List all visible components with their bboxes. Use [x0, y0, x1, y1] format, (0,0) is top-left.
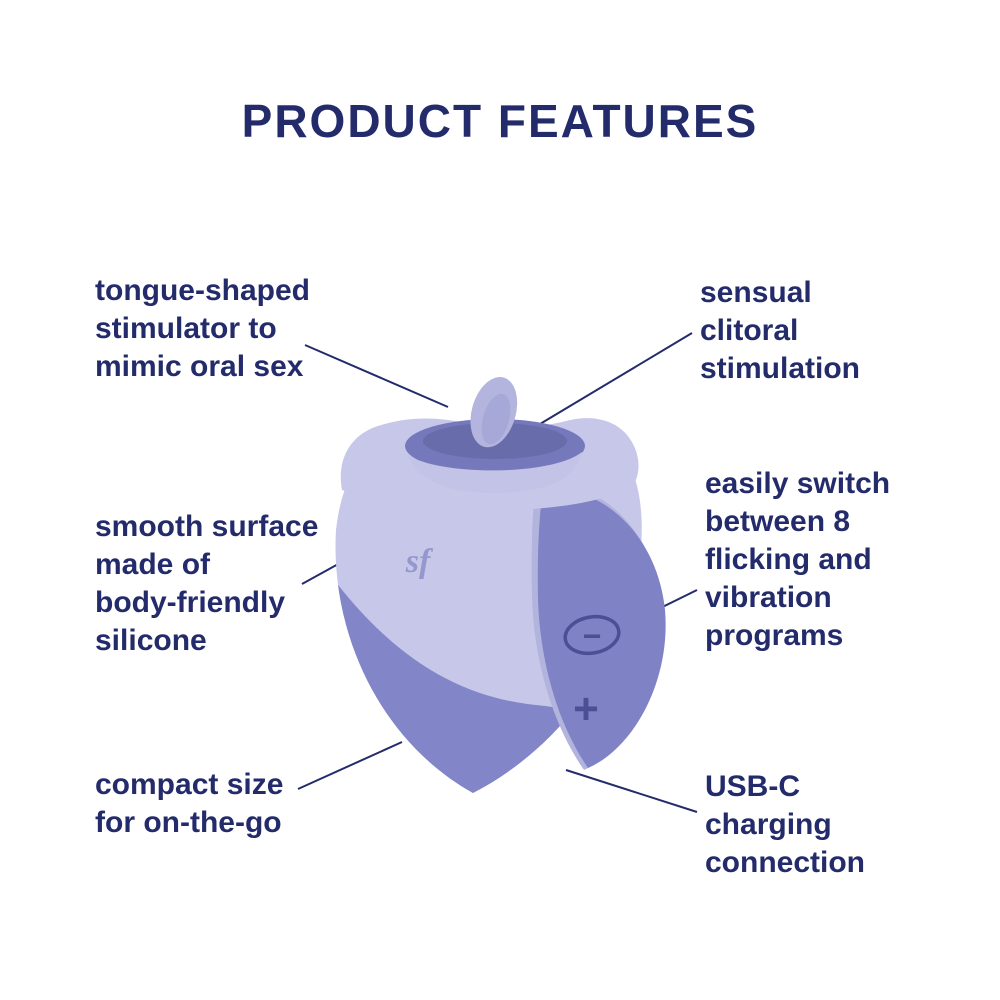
callout-line-clitoral-stimulation	[539, 332, 693, 425]
callout-line-tongue-stimulator	[304, 344, 449, 408]
device: sf − +	[335, 376, 666, 793]
device-bottom-shell	[335, 572, 613, 793]
feature-usb-c-charging: USB-C charging connection	[705, 770, 866, 879]
minus-button-glyph: −	[583, 618, 602, 654]
feature-tongue-shaped-stimulator: tongue-shaped stimulator to mimic oral s…	[95, 274, 310, 383]
feature-smooth-surface: smooth surface made of body-friendly sil…	[95, 510, 319, 657]
minus-button	[563, 614, 621, 656]
feature-flicking-vibration-programs: easily switch between 8 flicking and vib…	[705, 467, 891, 652]
callout-line-compact-size	[297, 741, 403, 790]
device-collar-lip	[408, 452, 582, 493]
feature-compact-size: compact size for on-the-go	[95, 768, 284, 839]
feature-clitoral-stimulation: sensual clitoral stimulation	[700, 276, 861, 385]
device-control-panel	[537, 487, 666, 768]
sf-logo: sf	[405, 543, 434, 580]
tongue-shading	[481, 393, 511, 445]
callout-line-usb-c	[565, 769, 698, 813]
plus-button-glyph: +	[573, 685, 599, 734]
page-title: PRODUCT FEATURES	[241, 95, 759, 147]
